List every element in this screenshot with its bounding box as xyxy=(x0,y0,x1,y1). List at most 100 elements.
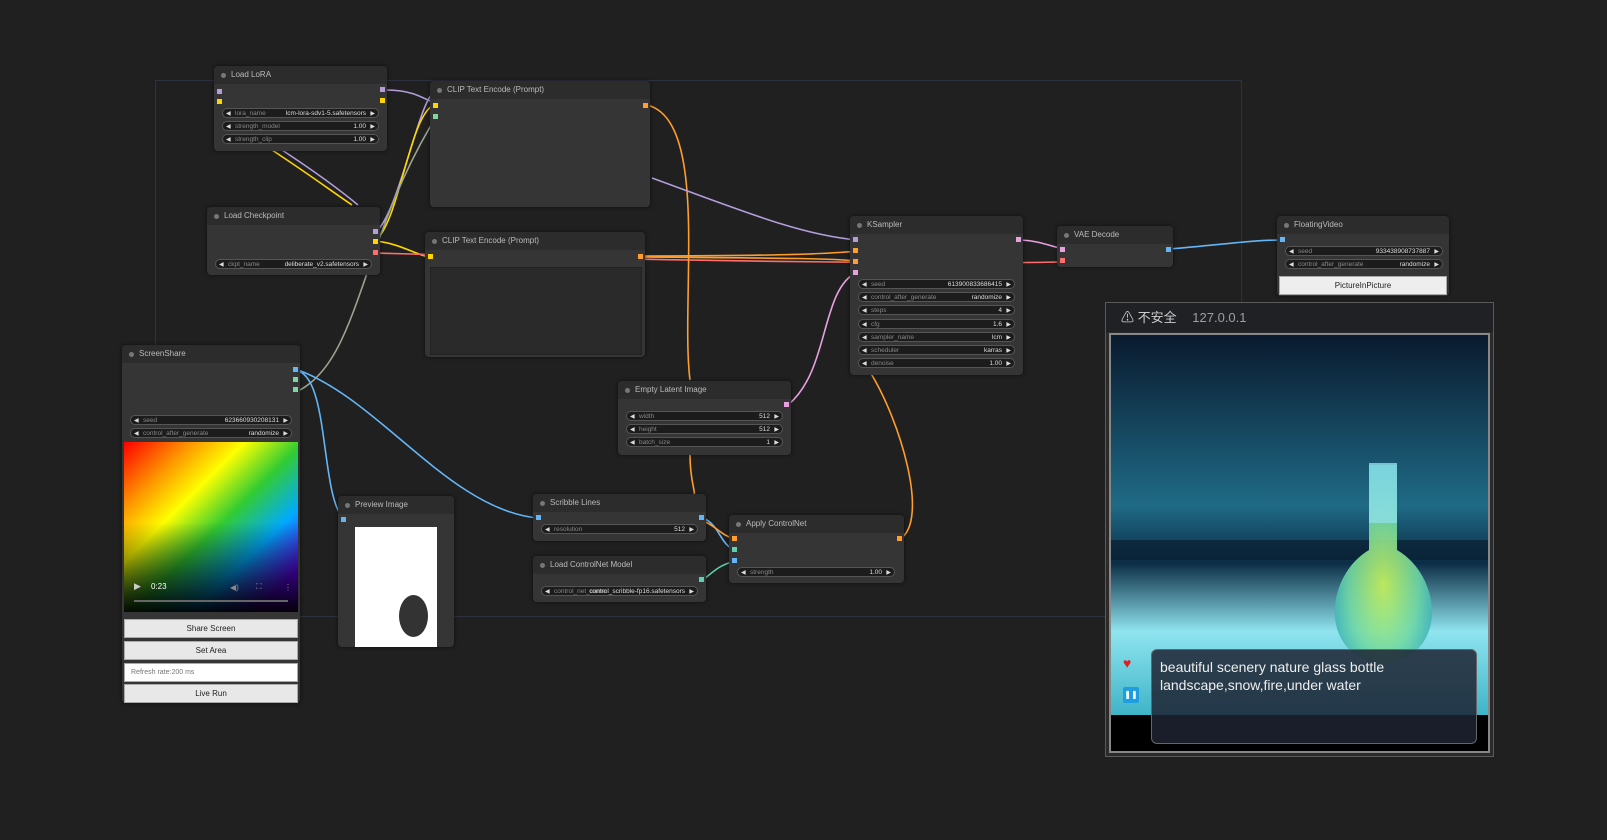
play-icon[interactable]: ▶ xyxy=(134,581,141,591)
node-scribble-lines[interactable]: Scribble Lines ◀resolution 512▶ xyxy=(533,494,706,541)
heart-icon[interactable]: ♥ xyxy=(1123,655,1132,671)
increment-icon[interactable]: ▶ xyxy=(1006,348,1011,354)
strength-clip-widget[interactable]: ◀strength_clip 1.00▶ xyxy=(222,134,379,144)
node-apply-controlnet[interactable]: Apply ControlNet ◀strength 1.00▶ xyxy=(729,515,904,583)
node-load-checkpoint[interactable]: Load Checkpoint ◀ckpt_name deliberate_v2… xyxy=(207,207,380,275)
node-clip-text-encode-1[interactable]: CLIP Text Encode (Prompt) xyxy=(430,81,650,207)
slot-conditioning-out[interactable] xyxy=(643,103,648,108)
slot-image-in[interactable] xyxy=(732,558,737,563)
decrement-icon[interactable]: ◀ xyxy=(862,334,867,341)
slot-clip-in[interactable] xyxy=(433,103,438,108)
lora-name-widget[interactable]: ◀lora_name lcm-lora-sdv1-5.safetensors▶ xyxy=(222,108,379,118)
slot-model-in[interactable] xyxy=(853,237,858,242)
seed-widget[interactable]: ◀seed 933438908737887▶ xyxy=(1285,246,1443,256)
slot-model-out[interactable] xyxy=(373,229,378,234)
increment-icon[interactable]: ▶ xyxy=(774,427,779,434)
increment-icon[interactable]: ▶ xyxy=(1006,334,1011,341)
slot-image-in[interactable] xyxy=(341,517,346,522)
slot-image-in[interactable] xyxy=(536,515,541,520)
share-screen-button[interactable]: Share Screen xyxy=(124,619,298,638)
controlnet-name-widget[interactable]: ◀control_net_name control_scribble-fp16.… xyxy=(541,586,698,596)
prompt-textarea[interactable] xyxy=(436,121,642,201)
volume-icon[interactable]: ◀) xyxy=(230,583,239,592)
slot-controlnet-out[interactable] xyxy=(699,577,704,582)
more-icon[interactable]: ⋮ xyxy=(284,583,292,592)
slot-negative-in[interactable] xyxy=(853,259,858,264)
strength-widget[interactable]: ◀strength 1.00▶ xyxy=(737,567,895,577)
increment-icon[interactable]: ▶ xyxy=(1006,295,1011,302)
ckpt-name-widget[interactable]: ◀ckpt_name deliberate_v2.safetensors▶ xyxy=(215,259,372,269)
live-run-button[interactable]: Live Run xyxy=(124,684,298,703)
slot-latent-out[interactable] xyxy=(784,402,789,407)
control-after-generate-widget[interactable]: ◀control_after_generate randomize▶ xyxy=(130,428,292,438)
node-vae-decode[interactable]: VAE Decode xyxy=(1057,226,1173,267)
screen-preview-video[interactable]: ▶ 0:23 ◀) ⛶ ⋮ xyxy=(124,442,298,612)
slot-clip-out[interactable] xyxy=(380,98,385,103)
slot-model-out[interactable] xyxy=(380,87,385,92)
fullscreen-icon[interactable]: ⛶ xyxy=(256,582,262,591)
prompt-text-overlay[interactable]: beautiful scenery nature glass bottle la… xyxy=(1151,649,1477,744)
slot-conditioning-out[interactable] xyxy=(638,254,643,259)
control-after-generate-widget[interactable]: ◀control_after_generate randomize▶ xyxy=(1285,259,1443,269)
increment-icon[interactable]: ▶ xyxy=(1006,321,1011,328)
slot-text-in[interactable] xyxy=(433,114,438,119)
refresh-rate-input[interactable]: Refresh rate:200 ms xyxy=(124,663,298,682)
decrement-icon[interactable]: ◀ xyxy=(862,308,867,315)
increment-icon[interactable]: ▶ xyxy=(774,440,779,447)
node-clip-text-encode-2[interactable]: CLIP Text Encode (Prompt) xyxy=(425,232,645,357)
slot-vae-out[interactable] xyxy=(373,250,378,255)
slot-model-in[interactable] xyxy=(217,89,222,94)
increment-icon[interactable]: ▶ xyxy=(1006,308,1011,315)
slot-samples-in[interactable] xyxy=(1060,247,1065,252)
slot-image-out[interactable] xyxy=(1166,247,1171,252)
slot-conditioning-in[interactable] xyxy=(732,536,737,541)
prompt-textarea[interactable] xyxy=(430,267,642,355)
decrement-icon[interactable]: ◀ xyxy=(630,414,635,420)
decrement-icon[interactable]: ◀ xyxy=(630,440,635,447)
decrement-icon[interactable]: ◀ xyxy=(862,282,867,288)
node-load-controlnet-model[interactable]: Load ControlNet Model ◀control_net_name … xyxy=(533,556,706,602)
decrement-icon[interactable]: ◀ xyxy=(862,348,867,354)
slot-latent-in[interactable] xyxy=(853,270,858,275)
video-progress-bar[interactable] xyxy=(134,600,288,602)
slot-clip-in[interactable] xyxy=(217,99,222,104)
decrement-icon[interactable]: ◀ xyxy=(630,427,635,434)
slot-out-3[interactable] xyxy=(293,387,298,392)
decrement-icon[interactable]: ◀ xyxy=(862,295,867,302)
set-area-button[interactable]: Set Area xyxy=(124,641,298,660)
resolution-widget[interactable]: ◀resolution 512▶ xyxy=(541,524,698,534)
slot-clip-out[interactable] xyxy=(373,239,378,244)
slot-positive-in[interactable] xyxy=(853,248,858,253)
node-load-lora[interactable]: Load LoRA ◀lora_name lcm-lora-sdv1-5.saf… xyxy=(214,66,387,151)
node-preview-image[interactable]: Preview Image xyxy=(338,496,454,647)
seed-widget[interactable]: ◀seed 623660930208131▶ xyxy=(130,415,292,425)
slot-vae-in[interactable] xyxy=(1060,258,1065,263)
increment-icon[interactable]: ▶ xyxy=(1006,361,1011,368)
slot-image-out[interactable] xyxy=(699,515,704,520)
picture-in-picture-window[interactable]: ⚠ 不安全 127.0.0.1 xyxy=(1105,302,1494,757)
picture-in-picture-button[interactable]: PictureInPicture xyxy=(1279,276,1447,295)
increment-icon[interactable]: ▶ xyxy=(774,414,779,420)
slot-conditioning-out[interactable] xyxy=(897,536,902,541)
decrement-icon[interactable]: ◀ xyxy=(862,361,867,368)
slot-clip-in[interactable] xyxy=(428,254,433,259)
warning-icon[interactable]: ⚠ xyxy=(1121,310,1135,325)
increment-icon[interactable]: ▶ xyxy=(1006,282,1011,288)
node-floating-video[interactable]: FloatingVideo ◀seed 933438908737887▶ ◀co… xyxy=(1277,216,1449,296)
slot-controlnet-in[interactable] xyxy=(732,547,737,552)
slot-latent-out[interactable] xyxy=(1016,237,1021,242)
decrement-icon[interactable]: ◀ xyxy=(862,321,867,328)
strength-model-widget[interactable]: ◀strength_model 1.00▶ xyxy=(222,121,379,131)
